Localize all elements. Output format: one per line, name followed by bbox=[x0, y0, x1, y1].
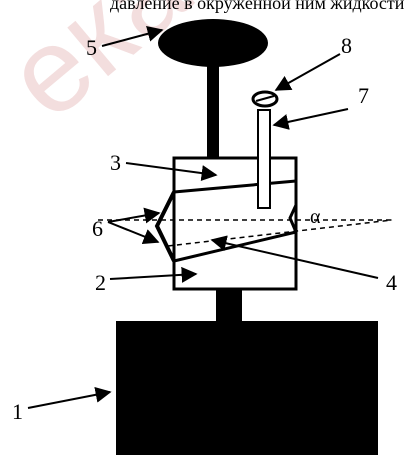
label-6: 6 bbox=[92, 216, 103, 241]
shaft bbox=[207, 60, 219, 160]
base-block bbox=[116, 321, 378, 455]
leader-6-upper bbox=[107, 207, 161, 224]
leader-5 bbox=[101, 25, 164, 47]
leader-3 bbox=[125, 162, 218, 182]
top-disc bbox=[158, 19, 268, 67]
leader-1 bbox=[27, 386, 112, 409]
leader-2 bbox=[109, 266, 198, 283]
screw-slot bbox=[255, 95, 275, 102]
label-2: 2 bbox=[95, 270, 106, 295]
label-8: 8 bbox=[341, 33, 352, 58]
label-7: 7 bbox=[358, 83, 369, 108]
leader-7 bbox=[272, 108, 349, 130]
label-5: 5 bbox=[86, 35, 97, 60]
leader-4 bbox=[210, 235, 379, 279]
housing bbox=[172, 156, 298, 291]
label-1: 1 bbox=[12, 399, 23, 424]
label-angle: α bbox=[310, 206, 321, 228]
label-3: 3 bbox=[110, 150, 121, 175]
angle-line-bottom bbox=[167, 219, 393, 247]
leader-8 bbox=[274, 53, 341, 91]
left-notch bbox=[154, 191, 176, 262]
leader-6-lower bbox=[107, 221, 160, 245]
wedge-line-lower bbox=[173, 230, 297, 263]
right-notch bbox=[288, 204, 298, 233]
label-4: 4 bbox=[386, 270, 397, 295]
upper-cut-line bbox=[173, 179, 297, 194]
top-caption-fragment: давление в окружённой ним жидкости bbox=[110, 0, 405, 13]
rod bbox=[257, 109, 271, 209]
connector-stem bbox=[216, 288, 242, 322]
